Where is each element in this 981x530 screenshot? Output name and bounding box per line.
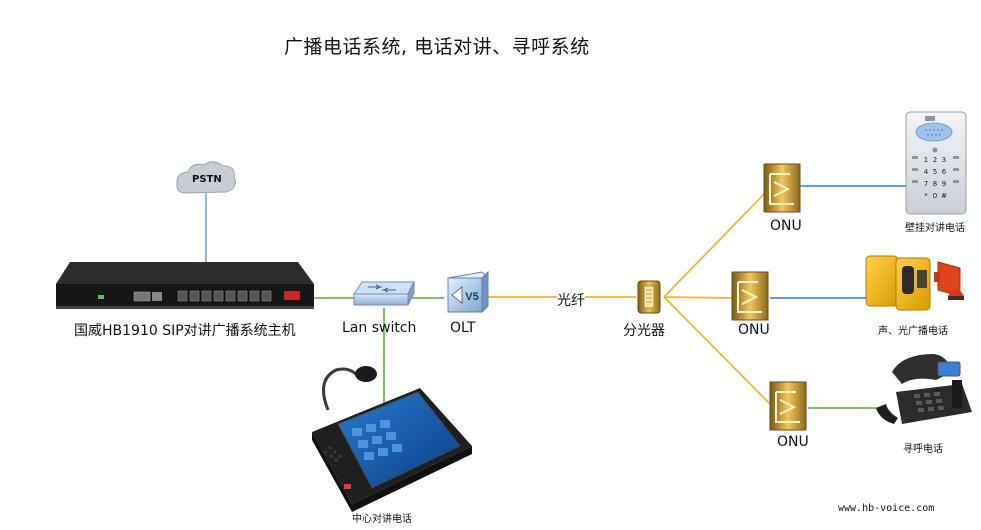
fiber-label: 光纤 (557, 290, 585, 310)
paging-phone-label: 寻呼电话 (903, 444, 943, 455)
console-label: 中心对讲电话 (352, 514, 412, 525)
host-server-icon (56, 262, 314, 309)
svg-text:8: 8 (933, 180, 937, 188)
ethernet-links (314, 297, 885, 409)
svg-text:2: 2 (933, 156, 937, 164)
onu-middle-icon (731, 271, 769, 321)
olt-icon: V5 (446, 270, 490, 314)
svg-text:9: 9 (942, 180, 946, 188)
lan-switch-label: Lan switch (342, 320, 417, 336)
svg-text:4: 4 (924, 168, 929, 176)
olt-badge-text: V5 (465, 291, 478, 303)
svg-text:7: 7 (924, 180, 928, 188)
pstn-label: PSTN (192, 174, 222, 185)
svg-text:0: 0 (933, 192, 937, 200)
broadcast-phone-label: 声、光广播电话 (878, 326, 948, 337)
pstn-cloud-icon (176, 161, 236, 194)
broadcast-phone-icon (865, 255, 964, 311)
svg-text:5: 5 (933, 168, 937, 176)
host-label: 国威HB1910 SIP对讲广播系统主机 (74, 323, 296, 339)
wall-phone-label: 壁挂对讲电话 (905, 223, 965, 234)
svg-text:1: 1 (924, 156, 928, 164)
fiber-links (488, 189, 773, 407)
svg-text:6: 6 (942, 168, 947, 176)
console-icon (312, 366, 472, 512)
splitter-onu-bottom-fiber (663, 296, 773, 407)
onu-top-label: ONU (770, 218, 802, 234)
svg-text:*: * (924, 192, 928, 200)
onu-bottom-label: ONU (777, 434, 809, 450)
onu-top-icon (763, 163, 801, 213)
diagram-title: 广播电话系统, 电话对讲、寻呼系统 (284, 36, 590, 58)
splitter-label: 分光器 (623, 323, 665, 339)
onu-middle-label: ONU (738, 322, 770, 338)
paging-phone-icon (876, 354, 972, 424)
lan-switch-icon (353, 281, 415, 306)
watermark-url: www.hb-voice.com (838, 503, 935, 514)
onu-bottom-icon (769, 381, 807, 431)
olt-label: OLT (450, 320, 476, 336)
splitter-icon (637, 280, 661, 314)
splitter-onu-top-fiber (663, 189, 769, 298)
svg-text:#: # (941, 192, 947, 200)
splitter-onu-middle-fiber (663, 296, 733, 299)
svg-text:3: 3 (942, 156, 946, 164)
